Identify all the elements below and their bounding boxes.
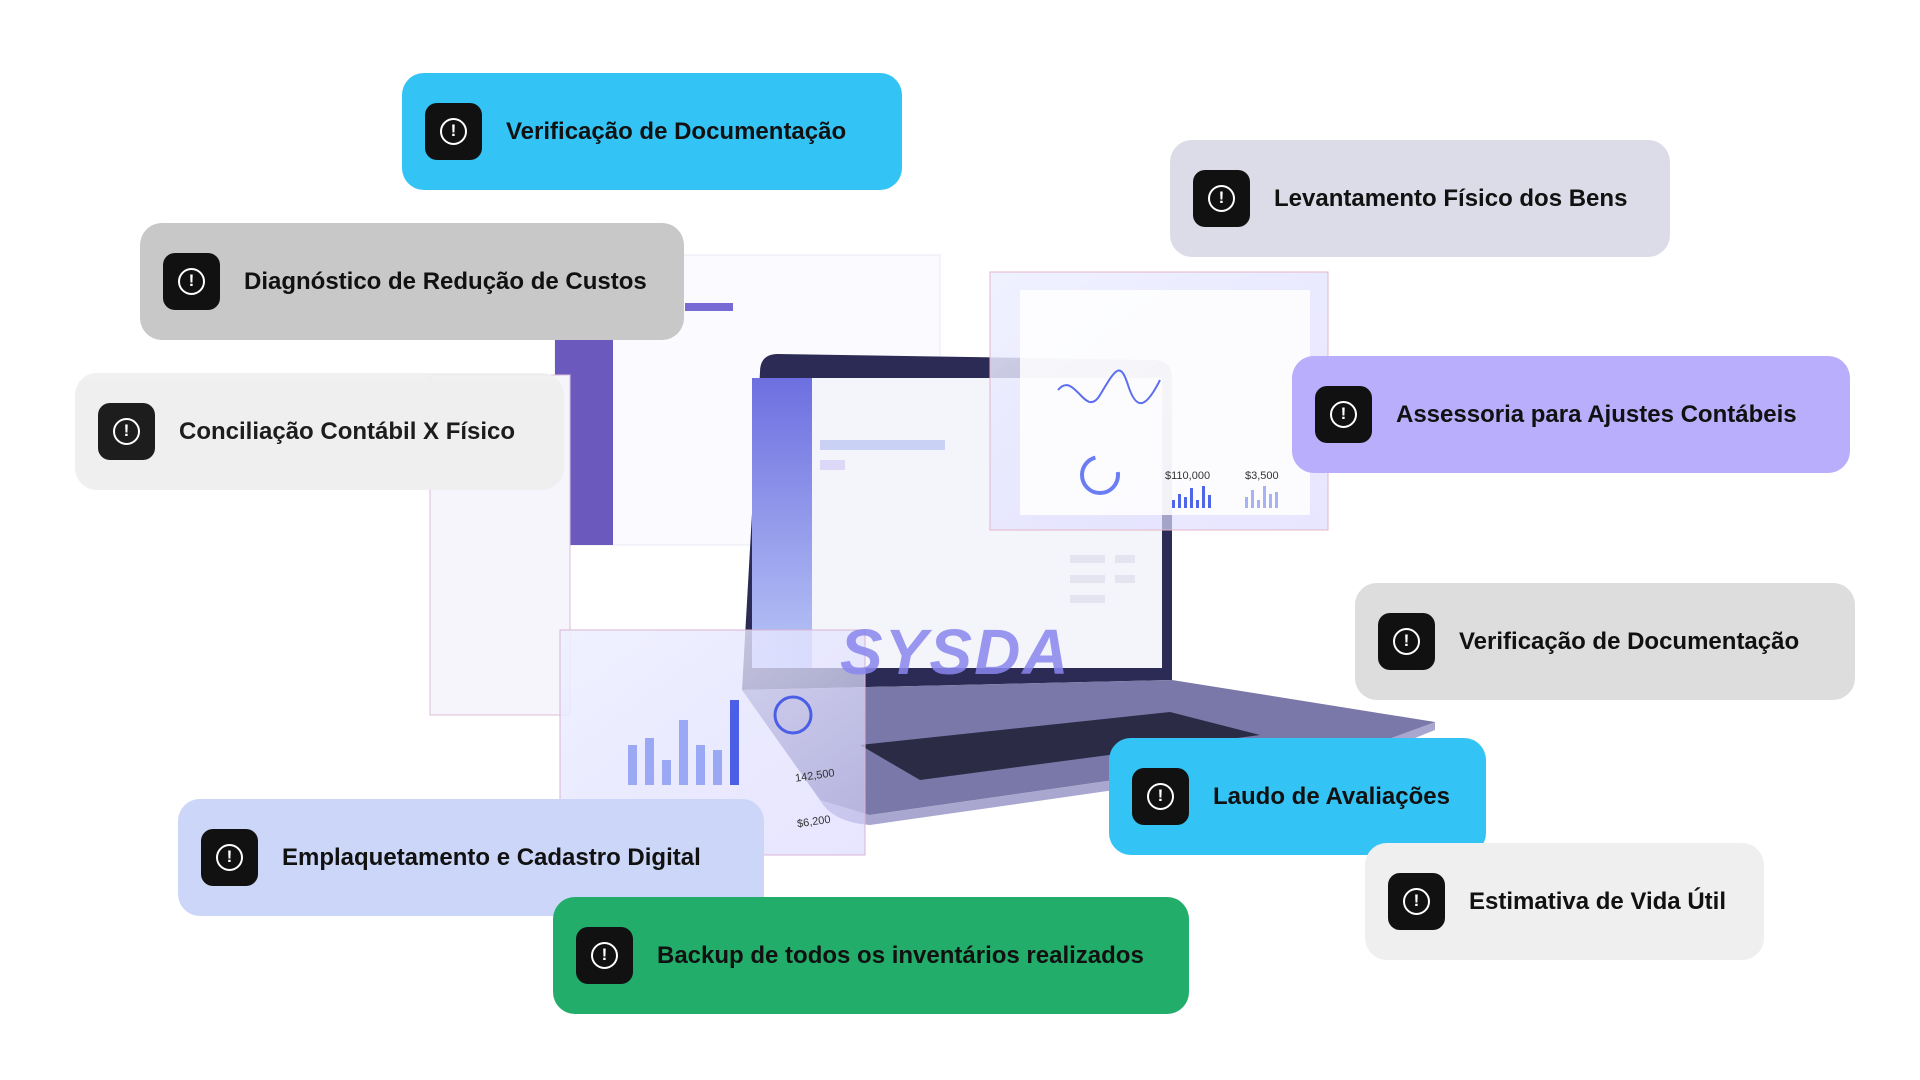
alert-circle-icon: ! <box>1378 613 1435 670</box>
feature-label: Verificação de Documentação <box>1459 627 1800 655</box>
analytics-panel <box>989 271 1329 531</box>
alert-circle-icon: ! <box>1315 386 1372 443</box>
feature-backup-inventarios: ! Backup de todos os inventários realiza… <box>553 897 1189 1014</box>
feature-label: Emplaquetamento e Cadastro Digital <box>282 843 701 871</box>
feature-label: Conciliação Contábil X Físico <box>179 417 516 445</box>
alert-circle-icon: ! <box>201 829 258 886</box>
alert-circle-icon: ! <box>1193 170 1250 227</box>
alert-circle-icon: ! <box>1388 873 1445 930</box>
feature-verificacao-documentacao: ! Verificação de Documentação <box>402 73 902 190</box>
feature-assessoria-ajustes: ! Assessoria para Ajustes Contábeis <box>1292 356 1850 473</box>
feature-laudo-avaliacoes: ! Laudo de Avaliações <box>1109 738 1486 855</box>
feature-estimativa-vida-util: ! Estimativa de Vida Útil <box>1365 843 1764 960</box>
alert-circle-icon: ! <box>98 403 155 460</box>
feature-label: Verificação de Documentação <box>506 117 847 145</box>
alert-circle-icon: ! <box>163 253 220 310</box>
feature-verificacao-documentacao-2: ! Verificação de Documentação <box>1355 583 1855 700</box>
feature-label: Diagnóstico de Redução de Custos <box>244 267 647 295</box>
feature-emplaquetamento: ! Emplaquetamento e Cadastro Digital <box>178 799 764 916</box>
feature-label: Assessoria para Ajustes Contábeis <box>1396 400 1797 428</box>
alert-circle-icon: ! <box>1132 768 1189 825</box>
stat-value: $3,500 <box>1245 470 1279 482</box>
feature-label: Laudo de Avaliações <box>1213 782 1450 810</box>
feature-diagnostico-custos: ! Diagnóstico de Redução de Custos <box>140 223 684 340</box>
feature-label: Levantamento Físico dos Bens <box>1274 184 1628 212</box>
feature-label: Backup de todos os inventários realizado… <box>657 941 1144 969</box>
feature-conciliacao-contabil: ! Conciliação Contábil X Físico <box>75 373 564 490</box>
mini-bar-chart <box>1172 486 1211 508</box>
alert-circle-icon: ! <box>425 103 482 160</box>
sysda-logo: SYSDA <box>840 616 1071 688</box>
alert-circle-icon: ! <box>576 927 633 984</box>
stat-value: $110,000 <box>1165 470 1211 482</box>
feature-levantamento-fisico: ! Levantamento Físico dos Bens <box>1170 140 1670 257</box>
feature-label: Estimativa de Vida Útil <box>1469 887 1726 915</box>
